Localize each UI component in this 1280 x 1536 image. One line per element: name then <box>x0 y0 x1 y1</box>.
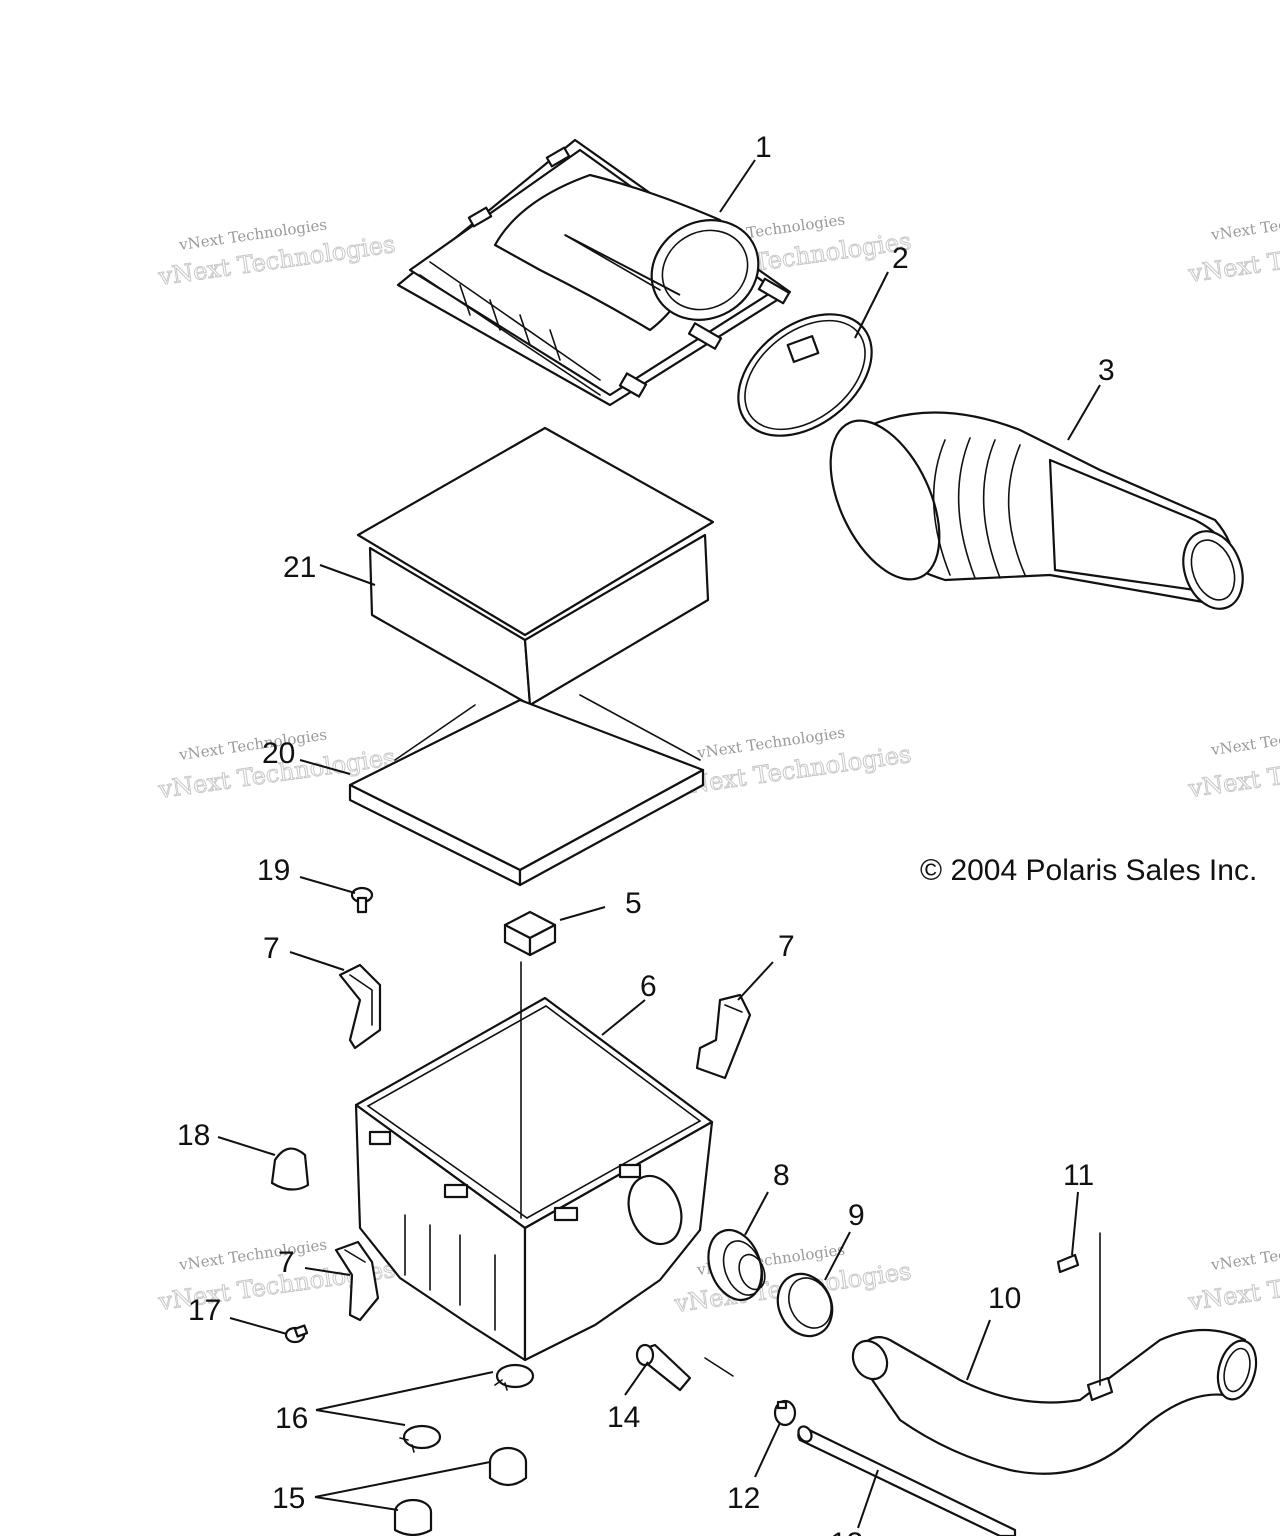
callout-10: 10 <box>988 1282 1021 1315</box>
callout-labels: 1 2 3 5 6 7 7 7 8 9 10 11 12 13 14 15 16… <box>177 131 1115 1536</box>
part-hose <box>797 1425 1017 1536</box>
part-hose-clamp-lower <box>399 1424 442 1453</box>
callout-6: 6 <box>640 970 657 1003</box>
part-bracket-left-lower <box>334 1240 380 1322</box>
part-hose-clamp-upper <box>494 1363 535 1391</box>
part-prefilter <box>348 694 705 887</box>
part-cap-upper <box>488 1446 528 1487</box>
part-screw-11 <box>1056 1232 1101 1386</box>
part-bracket-left-upper <box>338 963 382 1050</box>
callout-21: 21 <box>283 551 316 584</box>
callout-1: 1 <box>755 131 772 164</box>
watermark-text: vNext Technologies <box>1209 205 1280 244</box>
callout-3: 3 <box>1098 354 1115 387</box>
part-airbox-cover <box>396 138 792 407</box>
part-clamp-large <box>737 313 873 437</box>
part-intake-duct <box>851 1328 1258 1475</box>
part-clamp-12 <box>773 1399 797 1427</box>
callout-7-left-upper: 7 <box>263 932 280 965</box>
part-airbox-base <box>354 961 714 1362</box>
part-grommet <box>707 1229 766 1301</box>
watermark-text: vNext Technologies <box>1209 1235 1280 1274</box>
callout-20: 20 <box>262 737 295 770</box>
callout-7-left-lower: 7 <box>278 1246 295 1279</box>
callout-19: 19 <box>257 854 290 887</box>
part-screw-17 <box>284 1324 309 1344</box>
part-fitting <box>635 1343 734 1392</box>
part-air-filter <box>356 426 715 707</box>
callout-12: 12 <box>727 1482 760 1515</box>
callout-9: 9 <box>848 1199 865 1232</box>
callout-13: 13 <box>830 1527 863 1536</box>
part-clip-18 <box>270 1147 310 1191</box>
callout-14: 14 <box>607 1401 640 1434</box>
part-intake-boot <box>829 411 1244 610</box>
callout-5: 5 <box>625 887 642 920</box>
watermark-text: vNext Technologies <box>1209 720 1280 759</box>
callout-7-right: 7 <box>778 930 795 963</box>
part-clamp-9 <box>776 1272 834 1338</box>
leader-lines <box>217 159 1101 1529</box>
callout-11: 11 <box>1063 1159 1094 1192</box>
part-screw-top <box>350 886 374 914</box>
part-spacer-block <box>503 910 557 957</box>
callout-15: 15 <box>272 1482 305 1515</box>
callout-16: 16 <box>275 1402 308 1435</box>
copyright-notice: © 2004 Polaris Sales Inc. <box>920 854 1257 887</box>
part-cap-lower <box>393 1498 433 1536</box>
callout-8: 8 <box>773 1159 790 1192</box>
callout-2: 2 <box>892 242 909 275</box>
part-bracket-right <box>695 993 752 1080</box>
callout-18: 18 <box>177 1119 210 1152</box>
callout-17: 17 <box>188 1294 221 1327</box>
